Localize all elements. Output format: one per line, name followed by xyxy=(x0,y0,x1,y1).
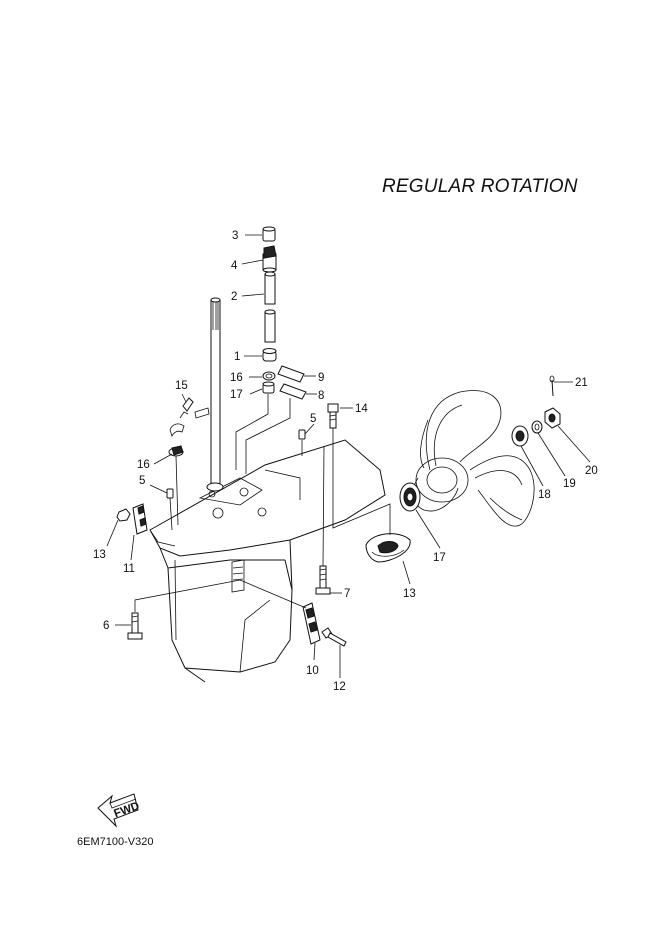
callout-22: 20 xyxy=(585,465,598,477)
callout-16-upper: 15 xyxy=(175,380,188,392)
part-4-coupling[interactable] xyxy=(262,245,277,273)
callout-2: 2 xyxy=(231,291,237,303)
part-5-pin-right[interactable] xyxy=(298,429,306,440)
part-10-anode[interactable] xyxy=(302,602,321,645)
callout-17: 17 xyxy=(230,389,243,401)
callout-13: 13 xyxy=(93,549,106,561)
callout-16-lower: 16 xyxy=(137,459,150,471)
part-5-pin-left[interactable] xyxy=(166,488,174,499)
callout-9: 9 xyxy=(318,372,324,384)
part-11-anode[interactable] xyxy=(132,503,148,535)
part-18-seal[interactable] xyxy=(262,371,276,381)
part-1-bushing[interactable] xyxy=(262,348,277,362)
part-6-bolt[interactable] xyxy=(127,612,143,640)
callout-3: 3 xyxy=(232,230,238,242)
part-8-plate[interactable] xyxy=(279,383,307,400)
part-7-bolt[interactable] xyxy=(315,565,331,595)
lower-unit-housing[interactable] xyxy=(149,439,386,683)
callout-14: 13 xyxy=(403,588,416,600)
callout-7: 7 xyxy=(344,588,350,600)
callout-21: 19 xyxy=(563,478,576,490)
propeller[interactable] xyxy=(412,390,535,527)
callout-8: 8 xyxy=(318,390,324,402)
part-9-plate[interactable] xyxy=(277,365,305,383)
part-12-bolt[interactable] xyxy=(321,627,347,647)
callout-11: 11 xyxy=(123,563,135,575)
callout-12: 12 xyxy=(333,681,346,693)
callout-4: 4 xyxy=(231,260,238,272)
part-20-spacer[interactable] xyxy=(511,425,529,447)
part-13-nut[interactable] xyxy=(116,508,131,522)
callout-10: 10 xyxy=(306,665,319,677)
callout-19: 17 xyxy=(433,552,446,564)
part-15-bolt[interactable] xyxy=(327,403,339,429)
callout-labels: 3 4 2 1 16 17 9 8 15 5 14 16 5 13 11 7 1… xyxy=(93,230,598,693)
part-22-propeller-nut[interactable] xyxy=(544,407,561,429)
leader-lines xyxy=(106,234,591,678)
callout-23: 21 xyxy=(575,377,588,389)
diagram-heading: REGULAR ROTATION xyxy=(382,176,578,197)
part-21-washer[interactable] xyxy=(531,420,543,434)
part-16-fitting-lower[interactable] xyxy=(168,445,184,457)
drive-shaft[interactable] xyxy=(206,297,224,492)
callout-5-right: 5 xyxy=(310,413,316,425)
callout-6: 6 xyxy=(103,620,109,632)
part-3-cap[interactable] xyxy=(262,226,276,242)
callout-18: 16 xyxy=(230,372,243,384)
part-16-fitting-upper[interactable] xyxy=(169,397,210,438)
fwd-arrow-icon: FWD xyxy=(97,793,141,828)
part-2-tube[interactable] xyxy=(264,271,276,343)
callout-15: 14 xyxy=(355,403,368,415)
part-17-collar[interactable] xyxy=(262,381,275,394)
part-23-cotter-pin[interactable] xyxy=(549,375,555,397)
diagram-code: 6EM7100-V320 xyxy=(77,836,154,848)
callout-20: 18 xyxy=(538,489,551,501)
callout-5-left: 5 xyxy=(139,475,145,487)
part-19-thrust-washer[interactable] xyxy=(399,482,421,512)
part-14-trim-tab[interactable] xyxy=(365,533,411,563)
callout-1: 1 xyxy=(234,351,240,363)
